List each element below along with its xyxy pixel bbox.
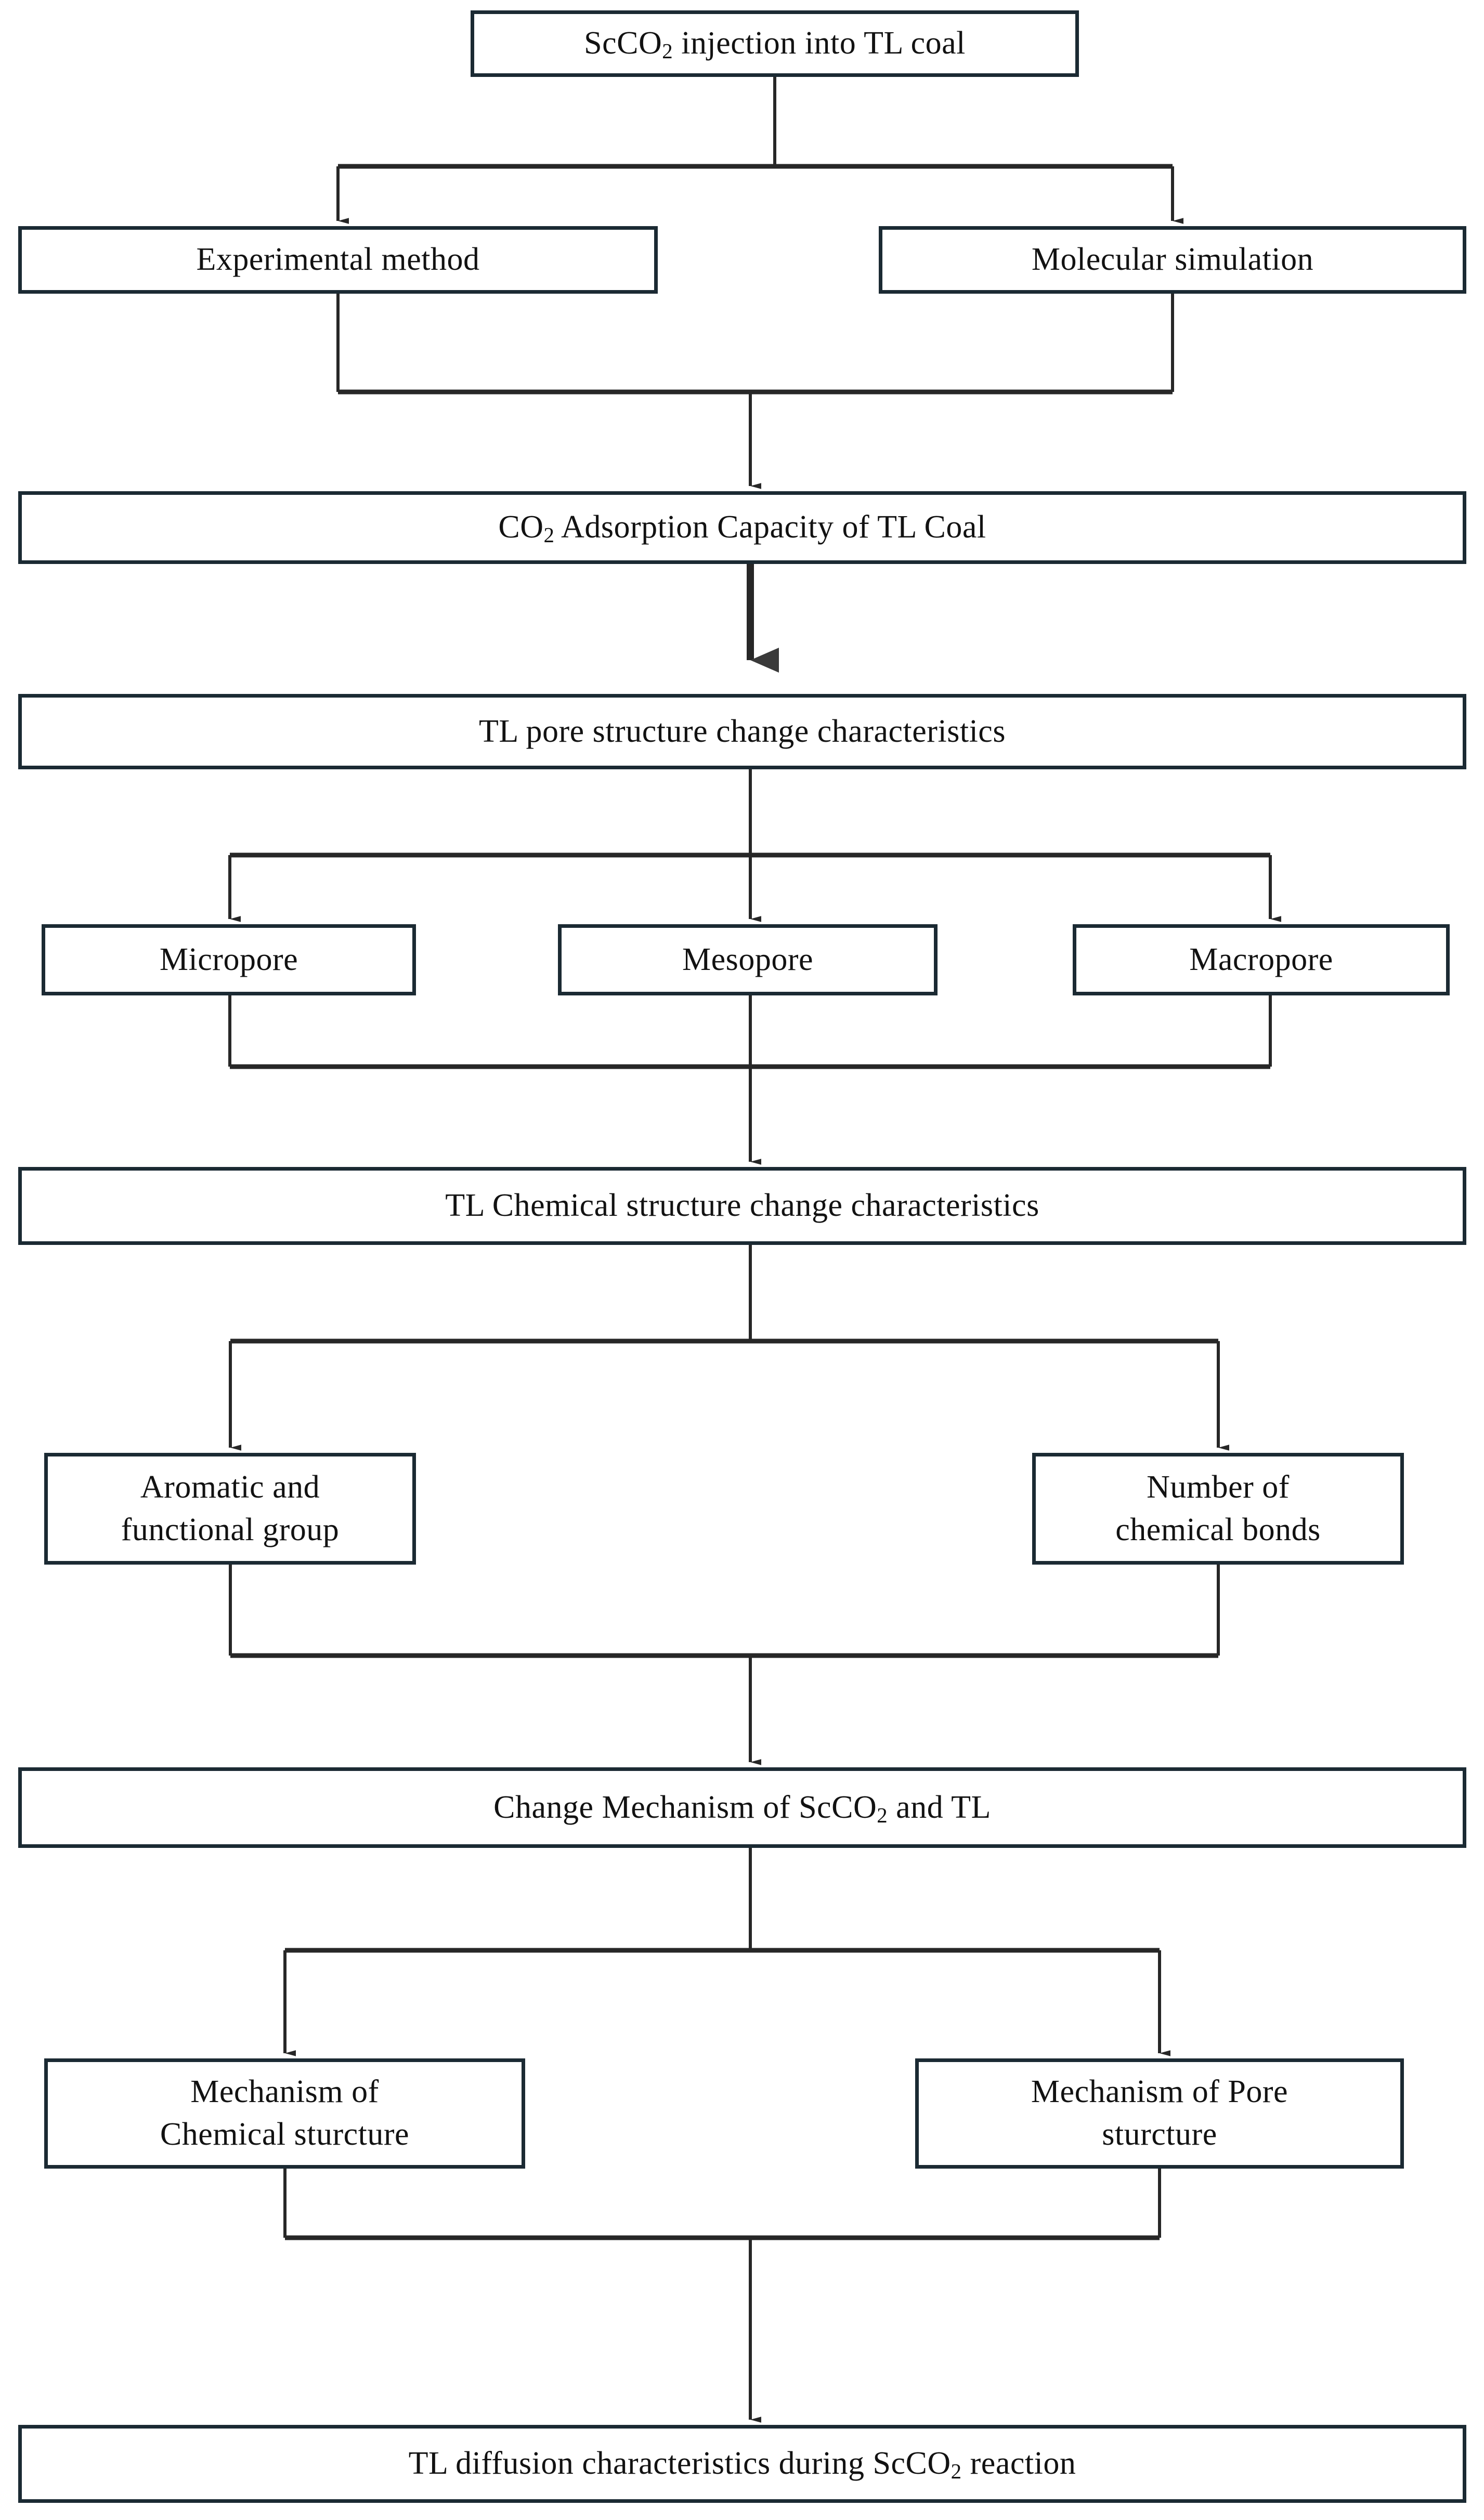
connector-merge-pores bbox=[228, 995, 1272, 1165]
node-label: Mesopore bbox=[682, 941, 813, 977]
connector-split-pores bbox=[228, 769, 1281, 922]
node-label: Molecular simulation bbox=[1031, 242, 1314, 278]
connector-merge-mechanism bbox=[283, 2169, 1161, 2423]
node-label: TL diffusion characteristics during ScCO… bbox=[408, 2446, 1076, 2484]
node-label: TL Chemical structure change characteris… bbox=[445, 1188, 1039, 1224]
connector-split-top bbox=[336, 77, 1183, 224]
node-experimental-method[interactable]: Experimental method bbox=[18, 226, 658, 294]
node-molecular-simulation[interactable]: Molecular simulation bbox=[879, 226, 1466, 294]
node-tl-chemical-structure-change[interactable]: TL Chemical structure change characteris… bbox=[18, 1167, 1466, 1245]
node-co2-adsorption-capacity[interactable]: CO2 Adsorption Capacity of TL Coal bbox=[18, 491, 1466, 564]
node-label: Macropore bbox=[1189, 941, 1333, 977]
connector-split-mechanism bbox=[283, 1848, 1170, 2056]
node-tl-diffusion-characteristics[interactable]: TL diffusion characteristics during ScCO… bbox=[18, 2425, 1466, 2503]
node-label: Micropore bbox=[159, 941, 298, 977]
connector-merge-methods bbox=[336, 294, 1174, 489]
node-label: ScCO2 injection into TL coal bbox=[584, 25, 966, 63]
node-mesopore[interactable]: Mesopore bbox=[558, 924, 938, 995]
node-label: TL pore structure change characteristics bbox=[479, 713, 1006, 749]
node-micropore[interactable]: Micropore bbox=[42, 924, 416, 995]
node-change-mechanism[interactable]: Change Mechanism of ScCO2 and TL bbox=[18, 1767, 1466, 1848]
node-scco2-injection[interactable]: ScCO2 injection into TL coal bbox=[471, 10, 1079, 77]
connector-merge-chemical bbox=[229, 1565, 1220, 1765]
connector-split-chemical bbox=[229, 1245, 1229, 1451]
node-label: CO2 Adsorption Capacity of TL Coal bbox=[498, 509, 986, 547]
node-macropore[interactable]: Macropore bbox=[1073, 924, 1450, 995]
node-label: Experimental method bbox=[196, 242, 480, 278]
node-label: Change Mechanism of ScCO2 and TL bbox=[493, 1789, 991, 1827]
node-tl-pore-structure-change[interactable]: TL pore structure change characteristics bbox=[18, 694, 1466, 769]
